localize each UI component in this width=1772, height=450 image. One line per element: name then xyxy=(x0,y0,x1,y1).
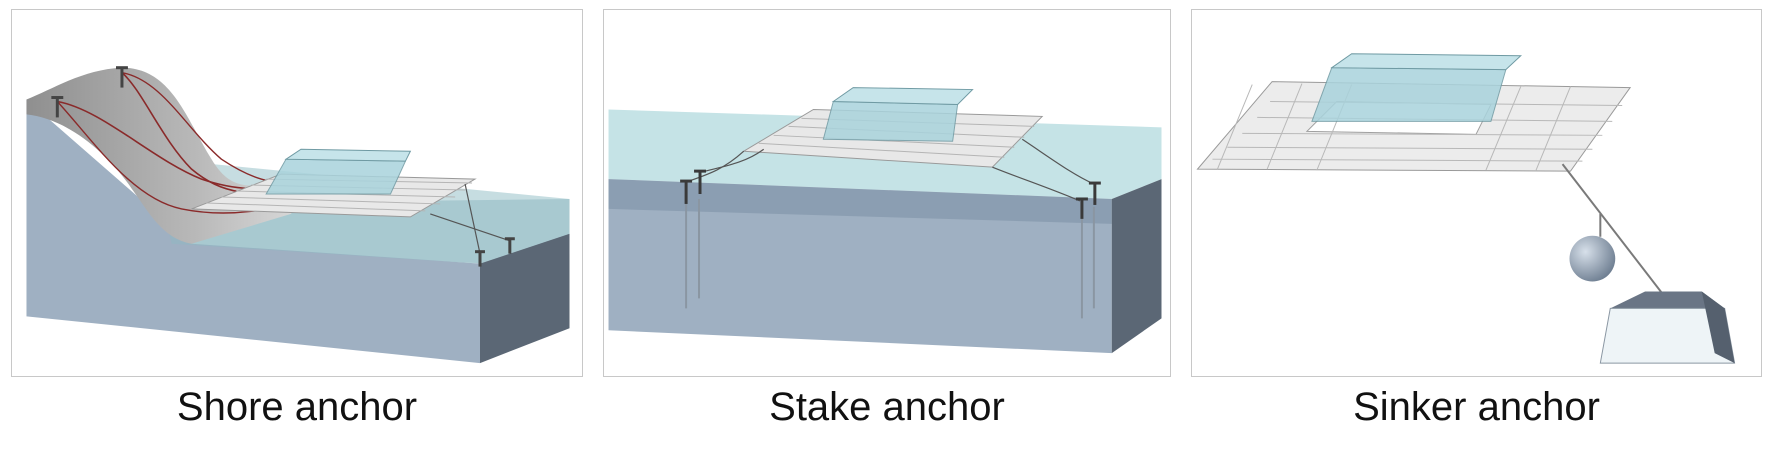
panel-sinker-anchor xyxy=(1191,9,1762,377)
water-volume xyxy=(608,179,1112,354)
stake-icon xyxy=(115,66,128,88)
sinker-anchor-illustration xyxy=(1196,53,1736,364)
stake-icon xyxy=(680,179,693,204)
glass-cabin xyxy=(1311,67,1507,122)
stake-anchor-illustration xyxy=(608,87,1162,354)
caption-shore-anchor: Shore anchor xyxy=(176,385,418,429)
underwater-stake xyxy=(685,198,1095,319)
anchor-block xyxy=(1610,291,1725,309)
glass-cabin-top xyxy=(1330,53,1523,71)
glass-cabin-top xyxy=(284,148,412,162)
ground-front-face xyxy=(26,99,480,364)
stake-icon xyxy=(475,250,485,267)
glass-cabin-top xyxy=(831,87,974,105)
ground-right-face xyxy=(1111,179,1162,354)
mooring-rope xyxy=(992,166,1081,202)
anchor-block-side xyxy=(1701,291,1735,364)
glass-cabin xyxy=(822,100,959,142)
mooring-rope xyxy=(1561,163,1671,305)
shore-anchor-illustration xyxy=(26,66,570,364)
stake-icon xyxy=(1088,181,1101,205)
stake-icon xyxy=(51,96,64,118)
mooring-rope xyxy=(464,183,481,254)
stake-icon xyxy=(1075,197,1088,219)
stake-icon xyxy=(504,237,515,254)
sinker-ball xyxy=(1569,235,1616,282)
mooring-rope xyxy=(688,150,745,182)
water-layer xyxy=(608,179,1112,224)
mooring-rope xyxy=(1021,138,1095,185)
panel-stake-anchor xyxy=(603,9,1171,377)
mooring-rope xyxy=(430,213,511,242)
caption-stake-anchor: Stake anchor xyxy=(769,385,1005,429)
caption-sinker-anchor: Sinker anchor xyxy=(1353,385,1600,429)
stake-icon xyxy=(694,169,706,194)
glass-cabin xyxy=(265,158,407,195)
ground-right-face xyxy=(480,233,570,364)
anchor-block-front xyxy=(1599,307,1736,364)
panel-shore-anchor xyxy=(11,9,583,377)
mooring-rope xyxy=(701,148,765,173)
floating-platform xyxy=(191,173,477,218)
